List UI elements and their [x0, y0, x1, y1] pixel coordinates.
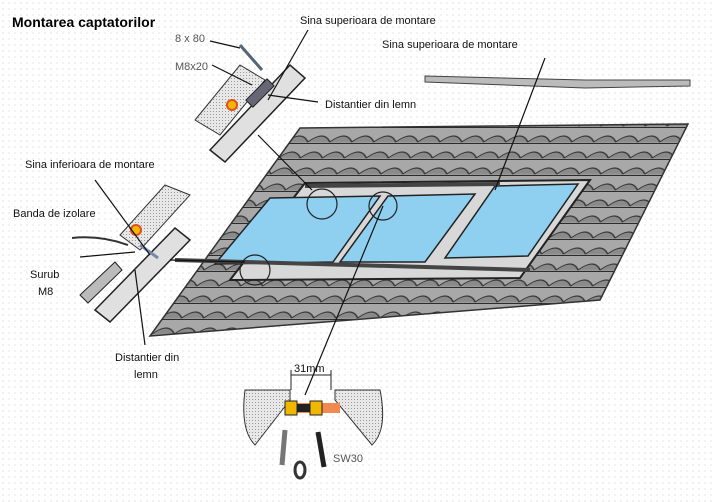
connector-detail [243, 370, 384, 480]
collector-panel-3 [443, 183, 580, 259]
sealing-ring [293, 460, 307, 480]
label-wood-spacer-top: Distantier din lemn [325, 99, 416, 111]
bottom-detail-inset [71, 184, 192, 324]
label-top-rail-2: Sina superioara de montare [382, 39, 518, 51]
collector-panel-2 [338, 193, 477, 263]
wrench-right-icon [315, 431, 327, 468]
label-screw-m8-line2: M8 [38, 286, 53, 298]
label-insulation-band: Banda de izolare [13, 208, 96, 220]
detail-circle-bottom [239, 254, 271, 286]
top-detail-inset [194, 44, 307, 164]
leader-lines [79, 29, 546, 396]
label-bottom-rail: Sina inferioara de montare [25, 159, 155, 171]
loose-top-rail [424, 75, 691, 89]
label-screw-m8-line1: Surub [30, 269, 59, 281]
label-top-rail-1: Sina superioara de montare [300, 15, 436, 27]
collector-panel-1 [213, 195, 382, 265]
label-wood-spacer-bottom-line2: lemn [134, 369, 158, 381]
top-rail-on-roof [304, 182, 501, 188]
detail-circle-top [306, 188, 338, 220]
label-bolt-m8x20: M8x20 [175, 61, 208, 73]
wrench-left-icon [279, 429, 288, 466]
label-wood-spacer-bottom-line1: Distantier din [115, 352, 179, 364]
diagram-title: Montarea captatorilor [12, 14, 156, 30]
detail-circle-mid [368, 191, 398, 221]
label-dimension-31mm: 31mm [294, 363, 325, 375]
label-screw-8x80: 8 x 80 [175, 33, 205, 45]
label-wrench-size: SW30 [333, 453, 363, 465]
